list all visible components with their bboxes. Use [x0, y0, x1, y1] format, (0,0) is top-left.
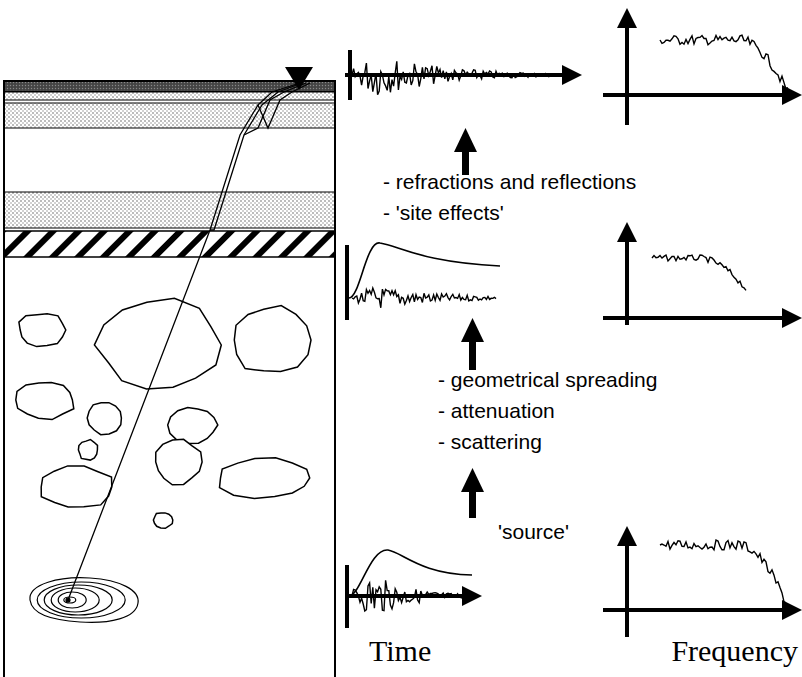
- scatterer-blob: [234, 306, 311, 372]
- station-triangle: [285, 67, 313, 90]
- axis-arrow: [625, 530, 629, 637]
- scatterer-blob: [16, 383, 74, 420]
- axis-arrow: [345, 73, 578, 77]
- process-label: - attenuation: [438, 399, 555, 422]
- time-origin: [345, 245, 349, 320]
- source-ring: [37, 582, 125, 618]
- scatterer-blob: [220, 458, 310, 499]
- spectrum-curve: [652, 255, 746, 290]
- envelope-curve: [349, 243, 500, 298]
- scatterer-blob: [153, 513, 172, 528]
- earth-layers: [4, 81, 335, 677]
- axis-arrow: [345, 594, 478, 598]
- axis-arrow: [603, 93, 798, 97]
- source-outline: [30, 578, 138, 623]
- scatterer-blob: [78, 440, 97, 461]
- scatterers: [16, 298, 311, 528]
- source-ring: [44, 585, 112, 615]
- axis-caption: Time: [369, 634, 431, 667]
- spectrum-curve: [660, 35, 788, 89]
- axis-arrow: [625, 12, 629, 125]
- scatterer-blob: [19, 314, 66, 347]
- waveform-plots: [345, 12, 798, 637]
- process-label: - scattering: [438, 430, 542, 453]
- process-label: - 'site effects': [383, 201, 504, 224]
- source-ring: [58, 592, 86, 608]
- axis-arrow: [603, 608, 798, 612]
- ray-path: [68, 83, 310, 600]
- process-label: - refractions and reflections: [383, 170, 636, 193]
- axis-arrow: [625, 226, 629, 325]
- source-ring: [64, 597, 76, 603]
- source-region: [30, 578, 138, 623]
- process-label: 'source': [498, 520, 569, 543]
- seismogram-trace: [352, 288, 496, 308]
- scatterer-blob: [94, 298, 221, 389]
- axis-arrow: [603, 316, 798, 320]
- source-ring: [51, 588, 99, 612]
- scatterer-blob: [41, 466, 112, 507]
- envelope-curve: [349, 550, 472, 596]
- scatterer-blob: [168, 408, 218, 444]
- scatterer-blob: [156, 439, 202, 485]
- seismogram-trace: [352, 61, 560, 95]
- scatterer-blob: [87, 403, 121, 435]
- axis-caption: Frequency: [671, 634, 798, 667]
- process-label: - geometrical spreading: [438, 368, 657, 391]
- spectrum-curve: [660, 540, 786, 603]
